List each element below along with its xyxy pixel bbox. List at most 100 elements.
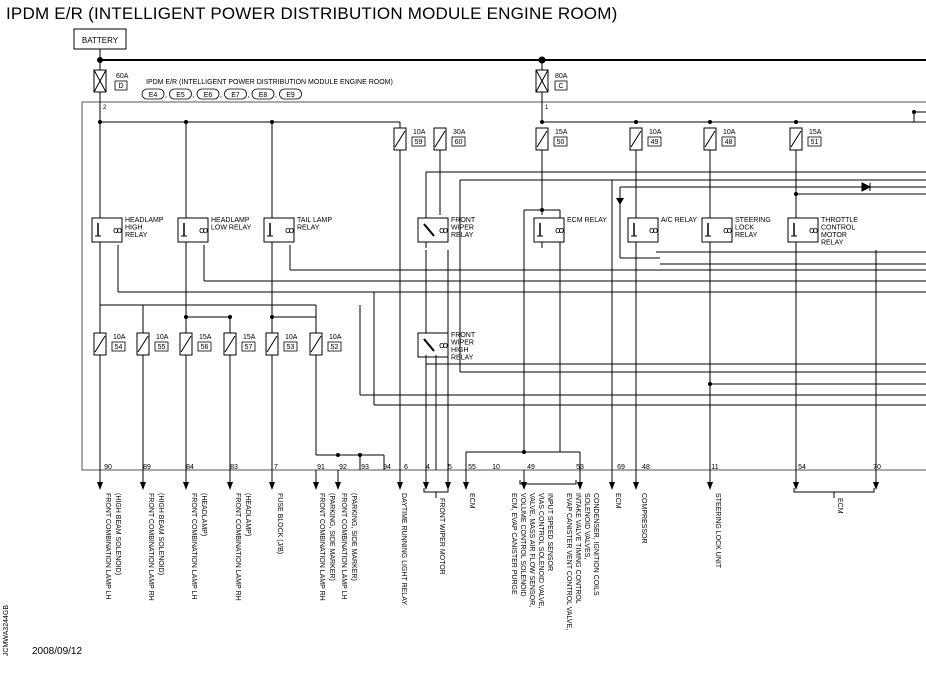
fuse-id: 59 [415, 139, 423, 146]
output-label: ECM [836, 498, 843, 514]
fusible-link-60a: 60A D 2 [93, 60, 129, 122]
svg-text:VIAS CONTROL SOLENOID VALVE,: VIAS CONTROL SOLENOID VALVE, [537, 493, 544, 608]
output-label: STEERING LOCK UNIT [714, 493, 721, 569]
svg-text:(HEADLAMP): (HEADLAMP) [200, 493, 207, 536]
fuse-id: 55 [158, 344, 166, 351]
svg-text:FRONT COMBINATION LAMP LH: FRONT COMBINATION LAMP LH [104, 493, 111, 600]
output-label: FRONT COMBINATION LAMP RH(HIGH BEAM SOLE… [147, 493, 164, 601]
connector-label: E7 [231, 92, 240, 99]
fuse-amp: 30A [453, 129, 466, 136]
fuse-id: 56 [201, 344, 209, 351]
output-group: FRONT COMBINATION LAMP LH(HIGH BEAM SOLE… [104, 493, 843, 630]
connector-e8: E8, [251, 88, 277, 100]
svg-text:(HEADLAMP): (HEADLAMP) [244, 493, 251, 536]
svg-text:SOLENOID VALVES,: SOLENOID VALVES, [583, 493, 590, 559]
fuse-amp: 15A [199, 334, 212, 341]
diagram-date: 2008/09/12 [32, 646, 83, 657]
svg-text:CONDENSER, IGNITION COILS: CONDENSER, IGNITION COILS [592, 493, 599, 596]
svg-text:INTAKE VALVE TIMING CONTROL: INTAKE VALVE TIMING CONTROL [574, 493, 581, 604]
terminal-pin: 70 [873, 464, 881, 471]
output-label: FRONT COMBINATION LAMP RH(HEADLAMP) [234, 493, 251, 601]
svg-text:ꝏ: ꝏ [809, 225, 818, 235]
brace-ecm-54-70 [793, 488, 875, 498]
svg-text:ECM: ECM [468, 493, 475, 509]
terminal-pin: 4 [426, 464, 430, 471]
fuse-amp: 10A [413, 129, 426, 136]
relay: ꝏA/C RELAY [627, 217, 697, 248]
brace-front-wiper-motor [423, 488, 449, 498]
svg-text:INPUT SPEED SENSOR: INPUT SPEED SENSOR [546, 493, 553, 571]
fuse-amp: 10A [723, 129, 736, 136]
terminal-pin: 90 [104, 464, 112, 471]
connector-e4: E4, [141, 88, 167, 100]
connector-list: E4,E5,E6,E7,E8,E9 [141, 88, 302, 100]
svg-text:ꝏ: ꝏ [439, 225, 448, 235]
diagram-title: IPDM E/R (INTELLIGENT POWER DISTRIBUTION… [6, 4, 618, 23]
svg-text:FRONT COMBINATION LAMP RH: FRONT COMBINATION LAMP RH [234, 493, 241, 601]
terminal-pin: 83 [230, 464, 238, 471]
svg-text:FRONT COMBINATION LAMP RH: FRONT COMBINATION LAMP RH [318, 493, 325, 601]
terminal-pin: 91 [317, 464, 325, 471]
connector-label: E8 [259, 92, 268, 99]
fuse-id: 49 [651, 139, 659, 146]
svg-text:ꝏ: ꝏ [199, 225, 208, 235]
terminal-pin: 69 [617, 464, 625, 471]
fuse-id: 53 [287, 344, 295, 351]
output-label: FRONT COMBINATION LAMP LH(HIGH BEAM SOLE… [104, 493, 121, 600]
terminal-pin: 10 [492, 464, 500, 471]
svg-text:ꝏ: ꝏ [285, 225, 294, 235]
connector-e6: E6, [196, 88, 222, 100]
svg-text:FRONT WIPER MOTOR: FRONT WIPER MOTOR [438, 498, 445, 575]
svg-text:ECM, EVAP CANISTER PURGE: ECM, EVAP CANISTER PURGE [510, 493, 517, 595]
terminal-group: 90898483791929394645551049536948115470 [97, 452, 881, 490]
terminal-pin: 49 [527, 464, 535, 471]
svg-text:(HIGH BEAM SOLENOID): (HIGH BEAM SOLENOID) [114, 493, 121, 575]
terminal-pin: 5 [448, 464, 452, 471]
svg-text:FRONT COMBINATION LAMP LH: FRONT COMBINATION LAMP LH [190, 493, 197, 600]
terminal-pin: 89 [143, 464, 151, 471]
fusible-link-pin: 2 [103, 105, 107, 111]
fusible-link-amp: 60A [116, 73, 129, 80]
connector-label: E4 [149, 92, 158, 99]
terminal-pin: 93 [361, 464, 369, 471]
output-label: EVAP CANISTER VENT CONTROL VALVE,INTAKE … [565, 493, 599, 630]
fuse-amp: 10A [329, 334, 342, 341]
svg-text:COMPRESSOR: COMPRESSOR [640, 493, 647, 544]
fusible-link-amp: 80A [555, 73, 568, 80]
output-label: FRONT COMBINATION LAMP RH(PARKING, SIDE … [318, 493, 335, 601]
connector-label: E9 [286, 92, 295, 99]
svg-text:ꝏ: ꝏ [723, 225, 732, 235]
output-label: FRONT COMBINATION LAMP LH(PARKING, SIDE … [340, 493, 357, 600]
terminal-pin: 54 [798, 464, 806, 471]
fuse-id: 48 [725, 139, 733, 146]
svg-text:(PARKING, SIDE MARKER): (PARKING, SIDE MARKER) [350, 493, 357, 581]
fuse-amp: 10A [285, 334, 298, 341]
svg-text:,: , [220, 92, 222, 99]
svg-text:DAYTIME RUNNING LIGHT RELAY: DAYTIME RUNNING LIGHT RELAY [400, 493, 407, 605]
fusible-link-pin: 1 [545, 105, 549, 111]
terminal-pin: 92 [339, 464, 347, 471]
fusible-link-id: C [558, 83, 563, 90]
